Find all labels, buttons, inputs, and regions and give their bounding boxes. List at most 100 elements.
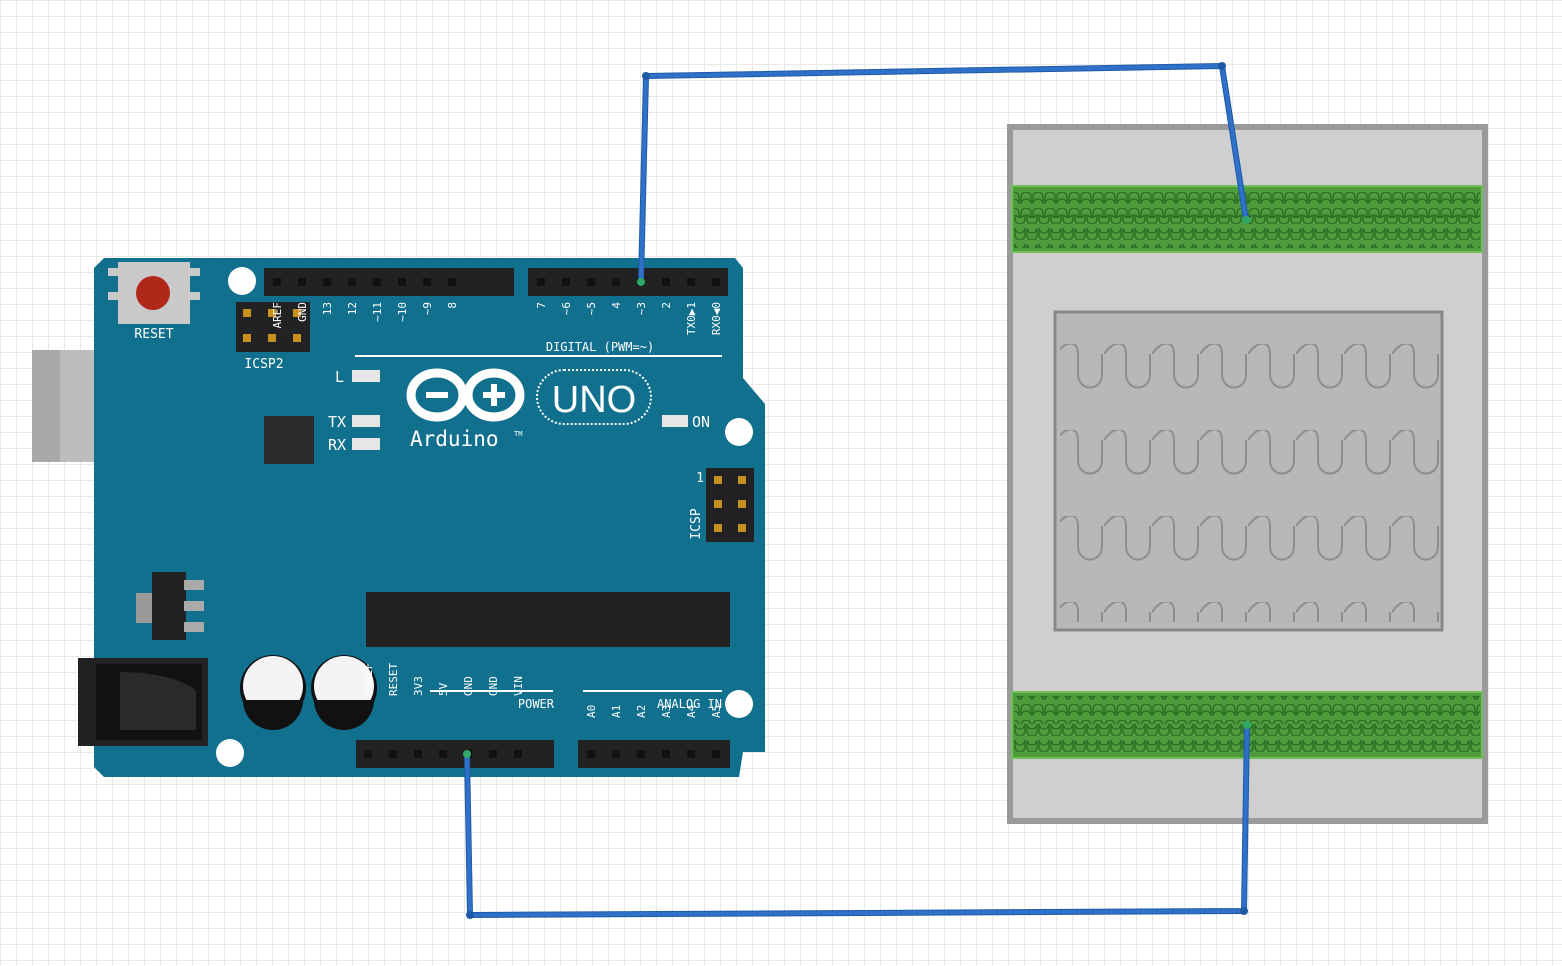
icsp-header bbox=[706, 468, 754, 542]
digital-pin[interactable] bbox=[687, 278, 695, 286]
power-pin[interactable] bbox=[414, 750, 422, 758]
digital-pin[interactable] bbox=[373, 278, 381, 286]
digital-pin-label: 8 bbox=[446, 302, 459, 309]
digital-pin[interactable] bbox=[712, 278, 720, 286]
digital-pin[interactable] bbox=[273, 278, 281, 286]
analog-pin-label: A2 bbox=[635, 705, 648, 718]
digital-pin-label: 4 bbox=[610, 302, 623, 309]
digital-pin[interactable] bbox=[423, 278, 431, 286]
digital-pin[interactable] bbox=[612, 278, 620, 286]
led-tx bbox=[352, 415, 380, 427]
digital-pin[interactable] bbox=[662, 278, 670, 286]
arduino-logo bbox=[406, 368, 525, 422]
digital-pin[interactable] bbox=[298, 278, 306, 286]
led-l-label: L bbox=[335, 368, 344, 386]
power-header bbox=[356, 740, 554, 768]
capacitor bbox=[240, 655, 306, 730]
digital-pin[interactable] bbox=[323, 278, 331, 286]
power-pin[interactable] bbox=[514, 750, 522, 758]
digital-pin-label: ~5 bbox=[585, 302, 598, 315]
icsp-pin1-label: 1 bbox=[696, 471, 704, 486]
wire-bend-point[interactable] bbox=[1218, 62, 1226, 70]
analog-pin[interactable] bbox=[637, 750, 645, 758]
power-pin-label: 3V3 bbox=[412, 676, 425, 696]
digital-pin-label: 7 bbox=[535, 302, 548, 309]
wire-digital3-to-sensor[interactable] bbox=[637, 62, 1250, 286]
led-on bbox=[662, 415, 688, 427]
analog-pin[interactable] bbox=[687, 750, 695, 758]
analog-pin[interactable] bbox=[587, 750, 595, 758]
reset-label: RESET bbox=[134, 327, 173, 342]
digital-pin-label: RX0◀0 bbox=[710, 302, 723, 335]
trademark-mark: TM bbox=[514, 430, 522, 438]
power-label: POWER bbox=[518, 697, 555, 711]
digital-pin-label: ~3 bbox=[635, 302, 648, 315]
power-pin[interactable] bbox=[489, 750, 497, 758]
power-pin[interactable] bbox=[364, 750, 372, 758]
digital-pin-label: 2 bbox=[660, 302, 673, 309]
digital-pin[interactable] bbox=[348, 278, 356, 286]
power-pin-label: 5V bbox=[437, 682, 450, 696]
digital-pin[interactable] bbox=[537, 278, 545, 286]
icsp-label: ICSP bbox=[689, 508, 704, 539]
analog-pin[interactable] bbox=[662, 750, 670, 758]
digital-pin-label: AREF bbox=[271, 302, 284, 329]
wire-bend-point[interactable] bbox=[642, 72, 650, 80]
wire-endpoint[interactable] bbox=[1243, 721, 1251, 729]
capacitor bbox=[311, 655, 377, 730]
led-rx-label: RX bbox=[328, 436, 346, 454]
digital-pin[interactable] bbox=[398, 278, 406, 286]
mounting-hole bbox=[725, 418, 753, 446]
power-pin-label: GND bbox=[462, 676, 475, 696]
digital-pin-label: GND bbox=[296, 302, 309, 322]
power-pin[interactable] bbox=[389, 750, 397, 758]
wire-bend-point[interactable] bbox=[466, 911, 474, 919]
voltage-regulator bbox=[136, 572, 204, 640]
analog-pin-label: A3 bbox=[660, 705, 673, 718]
analog-pin-label: A5 bbox=[710, 705, 723, 718]
pressure-sensor-module[interactable] bbox=[1007, 124, 1488, 824]
wire-5v-to-sensor[interactable] bbox=[463, 721, 1251, 919]
digital-label: DIGITAL (PWM=~) bbox=[546, 340, 654, 354]
wire-endpoint[interactable] bbox=[1242, 216, 1250, 224]
digital-pin-label: ~6 bbox=[560, 302, 573, 315]
digital-header-right bbox=[528, 268, 728, 296]
wire-endpoint[interactable] bbox=[463, 750, 471, 758]
usb-controller-chip bbox=[264, 416, 314, 464]
analog-pin-label: A1 bbox=[610, 705, 623, 718]
digital-pin[interactable] bbox=[448, 278, 456, 286]
analog-pin-label: A4 bbox=[685, 704, 698, 718]
logo-text: Arduino bbox=[410, 427, 499, 451]
wire-endpoint[interactable] bbox=[637, 278, 645, 286]
power-pin-label: RESET bbox=[387, 663, 400, 696]
power-pin[interactable] bbox=[439, 750, 447, 758]
digital-pin-label: ~11 bbox=[371, 302, 384, 322]
digital-pin-label: TX0▶1 bbox=[685, 302, 698, 335]
led-on-label: ON bbox=[692, 413, 710, 431]
wire-bend-point[interactable] bbox=[1240, 907, 1248, 915]
analog-pin[interactable] bbox=[712, 750, 720, 758]
icsp2-label: ICSP2 bbox=[244, 357, 283, 372]
uno-badge bbox=[536, 369, 652, 425]
atmega-chip bbox=[366, 592, 730, 647]
analog-pin-label: A0 bbox=[585, 705, 598, 718]
digital-pin[interactable] bbox=[587, 278, 595, 286]
led-tx-label: TX bbox=[328, 413, 346, 431]
digital-pin-label: ~10 bbox=[396, 302, 409, 322]
analog-pin[interactable] bbox=[612, 750, 620, 758]
dc-power-jack bbox=[78, 658, 208, 746]
board-pcb bbox=[94, 258, 765, 777]
mounting-hole bbox=[216, 739, 244, 767]
digital-pin-label: 12 bbox=[346, 302, 359, 315]
digital-pin-label: ~9 bbox=[421, 302, 434, 315]
reset-button[interactable] bbox=[108, 262, 200, 324]
model-label: UNO bbox=[552, 379, 636, 421]
digital-pin[interactable] bbox=[562, 278, 570, 286]
power-pin-label: VIN bbox=[512, 676, 525, 696]
mounting-hole bbox=[228, 267, 256, 295]
sensor-sensing-area bbox=[1053, 310, 1444, 632]
power-pin-label: IOREF bbox=[362, 663, 375, 696]
mounting-hole bbox=[725, 690, 753, 718]
